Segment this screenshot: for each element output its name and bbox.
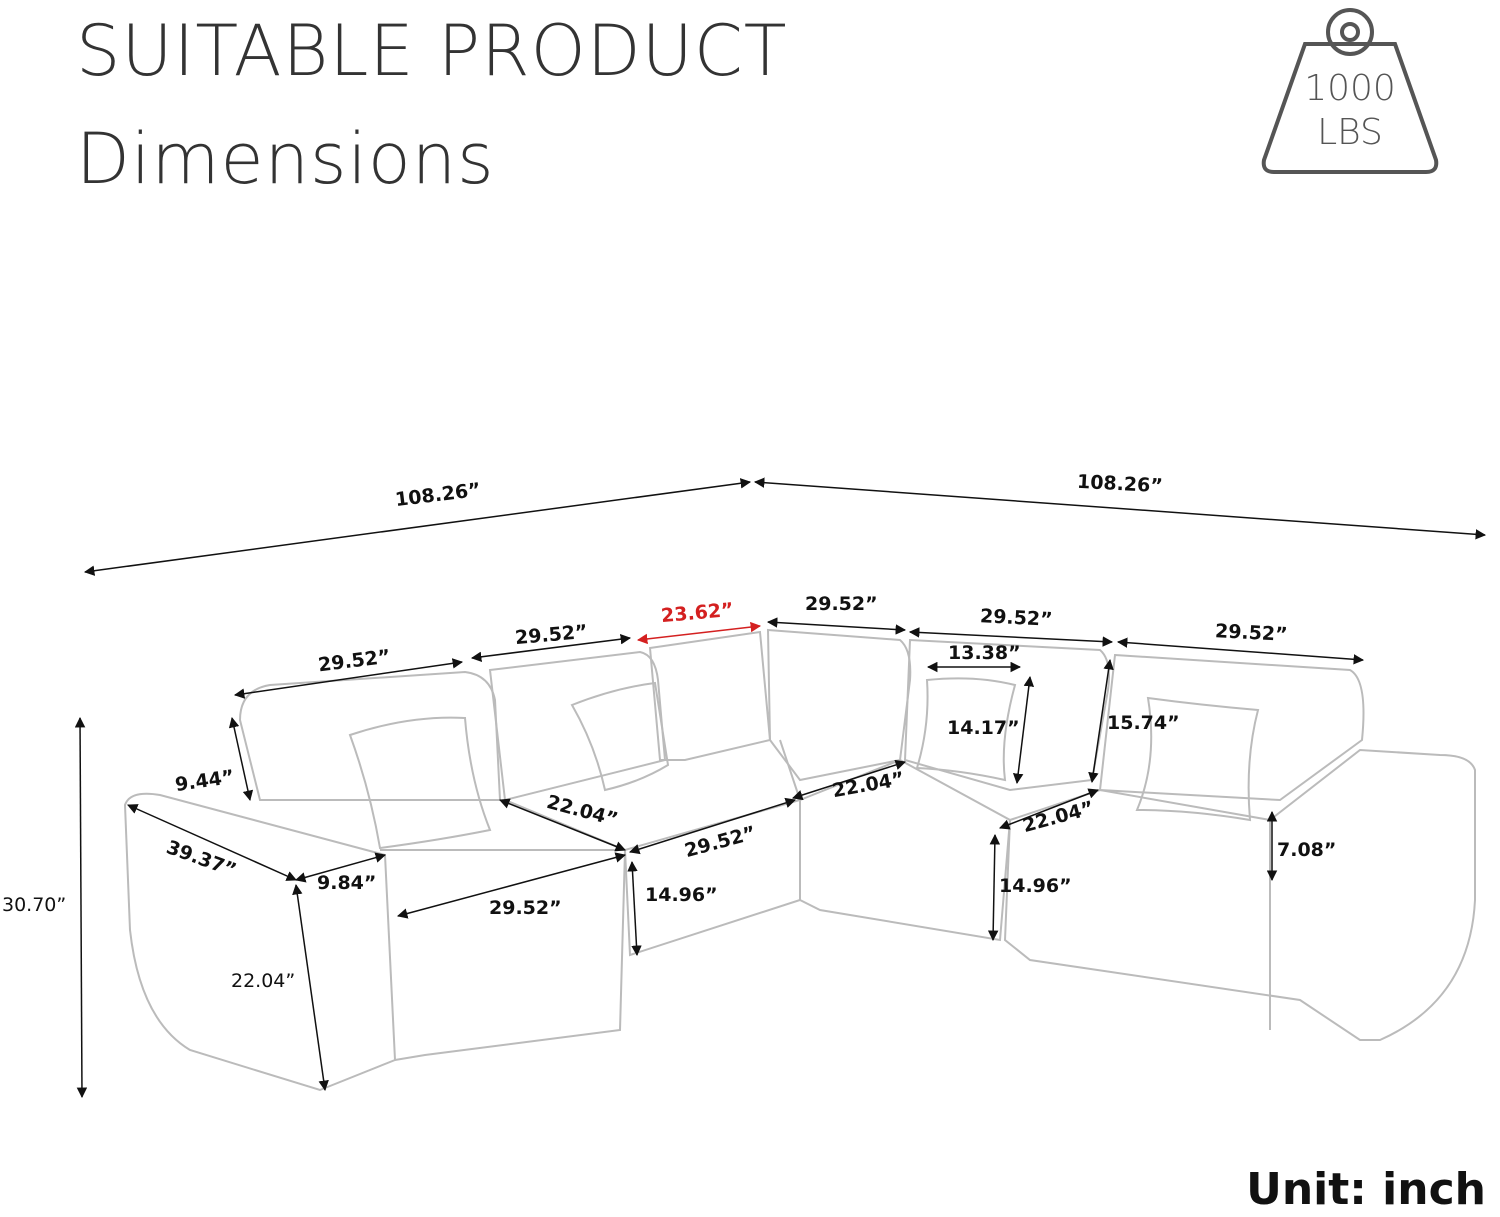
unit-note: Unit: inch (1246, 1164, 1486, 1215)
title-line-1: SUITABLE PRODUCT (76, 10, 788, 92)
weight-value: 1000 (1304, 68, 1396, 109)
corner-width-arrow (636, 621, 762, 645)
pillow-height-label: 14.17” (947, 717, 1020, 739)
pillow-width-label: 13.38” (948, 642, 1021, 664)
seat-width-left-label: 29.52” (489, 897, 562, 919)
back-cushion-height-label: 15.74” (1107, 712, 1180, 734)
back-width-4-label: 29.52” (979, 605, 1054, 631)
arm-side-height-label: 22.04” (231, 970, 296, 992)
weight-icon (1261, 8, 1439, 174)
back-width-3-label: 29.52” (805, 593, 878, 615)
seat-height-2-label: 14.96” (999, 875, 1072, 897)
armrest-height-label: 7.08” (1277, 839, 1337, 861)
seat-height-1-label: 14.96” (645, 884, 718, 906)
dimension-arrows (74, 477, 1487, 1099)
title-line-2: Dimensions (76, 118, 495, 200)
back-width-5-label: 29.52” (1214, 620, 1289, 646)
overall-height-label: 30.70” (2, 894, 67, 916)
weight-unit: LBS (1317, 112, 1383, 153)
overall-right-length-label: 108.26” (1076, 470, 1164, 498)
arm-width-label: 9.84” (317, 872, 377, 894)
